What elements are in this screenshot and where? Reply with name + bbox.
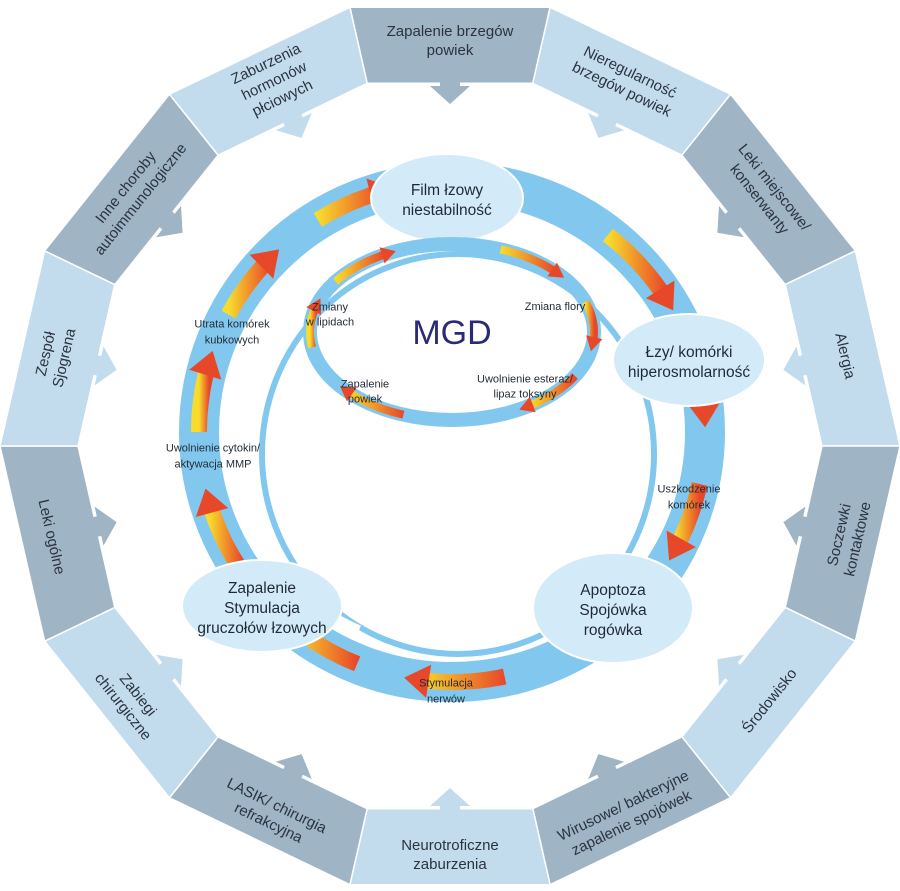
- cycle-node-label-line: Zapalenie: [228, 580, 296, 597]
- inner-step-label-line: powiek: [348, 394, 383, 406]
- inner-step-label-line: Uwolnienie esteraz/: [477, 374, 574, 386]
- cycle-node-label-line: rogówka: [584, 622, 643, 639]
- cycle-node-label-line: niestabilność: [402, 202, 492, 219]
- outer-segment: Alergia: [783, 249, 900, 447]
- cycle-node-label: Łzy/ komórki hiperosmolarność: [628, 344, 751, 381]
- cycle-arrow-icon-head: [687, 401, 721, 428]
- outer-segment-label-line: Zapalenie brzegów: [387, 23, 514, 40]
- outer-segment: Soczewkikontaktowe: [783, 445, 900, 643]
- outer-segment-label-line: powiek: [427, 42, 474, 59]
- inner-arrow-icon-body: [346, 389, 405, 419]
- cycle-arrow-icon-head: [645, 280, 675, 311]
- inward-arrow-icon: [275, 754, 312, 790]
- inward-arrow-icon: [81, 346, 117, 386]
- inner-arrow-icon-head: [379, 247, 396, 264]
- inward-arrow-icon: [717, 654, 751, 689]
- cycle-step-label: Stymulacja nerwów: [419, 677, 474, 705]
- cycle-node-label-line: gruczołów łzowych: [197, 620, 326, 637]
- inner-arrow-icon-body: [528, 373, 578, 410]
- cycle-node: Łzy/ komórki hiperosmolarność: [612, 313, 766, 407]
- outer-segment: Leki miejscowe/konserwanty: [680, 92, 857, 286]
- cycle-node: Film łzowy niestabilność: [370, 153, 524, 243]
- inner-arrow-icon-body: [333, 250, 386, 285]
- inward-arrow-icon: [81, 506, 117, 546]
- cycle-step-label: Uwolnienie cytokin/aktywacja MMP: [166, 442, 261, 470]
- outer-segment-label: Neurotroficzne zaburzenia: [401, 837, 499, 873]
- outer-segment-label: Zapalenie brzegów powiek: [387, 23, 514, 59]
- inward-arrow-icon: [275, 102, 312, 138]
- cycle-node-shape: [612, 313, 766, 407]
- cycle-step-label-line: Utrata komórek: [194, 318, 270, 330]
- cycle-step-label: Uszkodzenie komórek: [658, 483, 721, 511]
- inner-step-label-line: Zapalenie: [341, 379, 389, 391]
- cycle-node-label-line: Łzy/ komórki: [646, 344, 733, 361]
- inner-step-label-line: Zmiana flory: [525, 301, 586, 313]
- inner-arrow-icon-head: [339, 386, 357, 402]
- cycle-step-label-line: Uszkodzenie: [658, 483, 721, 495]
- inner-arrow-icon-head: [306, 298, 322, 315]
- cycle-arrow-icon-head: [404, 664, 432, 698]
- inner-arrow-icon-head: [547, 262, 565, 278]
- cycle-step-label-line: Stymulacja: [419, 677, 474, 689]
- inward-arrow-icon: [149, 203, 183, 238]
- inner-arrow-icon-body: [305, 304, 320, 349]
- inward-arrow-icon: [783, 346, 819, 386]
- cycle-step-label-line: komórek: [668, 499, 711, 511]
- cycle-node-shape: [181, 559, 343, 653]
- inner-arrow-icon-head: [586, 335, 603, 352]
- outer-segment-shape: [168, 6, 369, 157]
- cycle-node-label-line: Spojówka: [579, 602, 647, 619]
- cycle-step-label-line: aktywacja MMP: [174, 458, 251, 470]
- inward-arrow-icon: [717, 203, 751, 238]
- inner-arrow-icon-body: [499, 245, 558, 275]
- inner-step-label-line: lipaz toksyny: [494, 389, 557, 401]
- inner-step-label: Zmiany w lipidach: [305, 302, 354, 329]
- inward-arrow-icon: [149, 654, 183, 689]
- inner-thin-ring: [259, 251, 657, 657]
- inner-arrow-icon-head: [519, 396, 536, 413]
- outer-segment-label-line: zaburzenia: [413, 856, 487, 873]
- cycle-step-label-line: nerwów: [427, 693, 465, 705]
- inner-step-label-line: Zmiany: [312, 302, 349, 314]
- inner-step-label: Uwolnienie esteraz/lipaz toksyny: [477, 374, 574, 401]
- outer-segment-label-line: Neurotroficzne: [401, 837, 499, 854]
- center-label: MGD: [412, 314, 491, 352]
- inner-step-label: Zmiana flory: [525, 301, 586, 313]
- cycle-node-label-line: Film łzowy: [411, 182, 484, 199]
- outer-segment: Leki ogólne: [0, 445, 117, 643]
- cycle-node-label-line: Stymulacja: [224, 600, 300, 617]
- outer-segment: Zabiegichirurgiczne: [43, 606, 220, 800]
- inward-arrow-icon: [430, 70, 470, 104]
- cycle-arrow-icon-head: [195, 488, 229, 517]
- cycle-node-label-line: hiperosmolarność: [628, 364, 751, 381]
- cycle-step-label-line: kubkowych: [205, 334, 259, 346]
- inner-step-label: Zapalenie powiek: [341, 379, 389, 406]
- outer-segment: Zaburzeniahormonówpłciowych: [168, 6, 369, 157]
- cycle-arrow-icon-head: [249, 249, 280, 279]
- inward-arrow-icon: [783, 506, 819, 546]
- cycle-node-label-line: Apoptoza: [580, 582, 646, 599]
- cycle-step-label-line: Uwolnienie cytokin/: [166, 442, 261, 454]
- cycle-node-label: Film łzowy niestabilność: [402, 182, 492, 219]
- cycle-node-shape: [532, 552, 694, 664]
- outer-segment: Neurotroficzne zaburzenia: [348, 788, 552, 886]
- outer-segment: ZespółSjogrena: [0, 249, 117, 447]
- cycle-arrow-icon-head: [666, 530, 696, 561]
- cycle-arrow-icon-head: [189, 350, 222, 380]
- cycle-step-label: Utrata komórek kubkowych: [194, 318, 270, 346]
- inward-arrow-icon: [588, 102, 625, 138]
- inward-arrow-icon: [430, 788, 470, 822]
- outer-segment: Zapalenie brzegów powiek: [348, 6, 552, 104]
- inner-step-label-line: w lipidach: [305, 317, 354, 329]
- inward-arrow-icon: [588, 754, 625, 790]
